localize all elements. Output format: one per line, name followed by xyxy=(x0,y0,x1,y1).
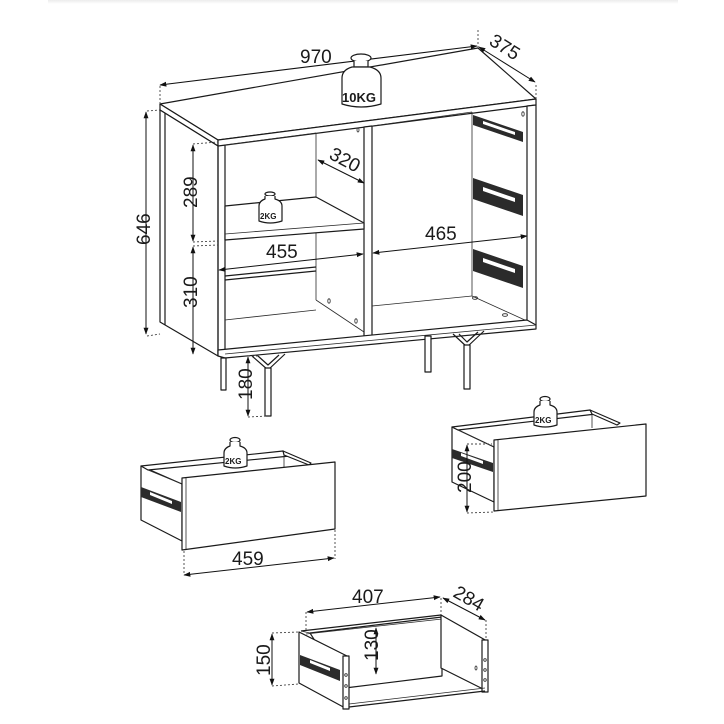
svg-text:2KG: 2KG xyxy=(535,416,551,425)
bottom-board xyxy=(217,319,537,359)
left-compartment-width-label: 455 xyxy=(266,242,298,263)
weight-2kg-drawer-right-icon: 2KG xyxy=(533,395,558,428)
drawer-box-inner-height-label: 130 xyxy=(362,629,383,661)
leg-height-label: 180 xyxy=(236,368,257,400)
upper-shelf-height-label: 289 xyxy=(181,176,202,208)
svg-text:10KG: 10KG xyxy=(342,90,376,105)
drawer-right: 2KG 200 xyxy=(451,395,647,514)
drawer-box-side-height-label: 150 xyxy=(254,644,275,676)
drawer-box-depth-label: 284 xyxy=(450,582,488,616)
middle-divider xyxy=(363,125,373,338)
weight-2kg-drawer-left-icon: 2KG xyxy=(223,436,248,469)
drawer-left-width-label: 459 xyxy=(232,549,264,570)
width-label: 970 xyxy=(300,47,332,68)
drawer-left-front xyxy=(181,461,336,551)
weight-10kg-icon: 10KG xyxy=(341,53,382,108)
weight-2kg-shelf-icon: 2KG xyxy=(258,191,283,224)
total-height-label: 646 xyxy=(134,213,155,245)
left-side-panel xyxy=(159,109,219,357)
drawer-rail-middle xyxy=(473,178,523,216)
drawer-box-width-label: 407 xyxy=(352,587,384,608)
legs xyxy=(220,330,485,417)
top-edge-shadow xyxy=(48,0,678,4)
right-compartment-width-label: 465 xyxy=(425,224,457,245)
drawer-right-front xyxy=(493,423,647,512)
shelf-depth-label: 320 xyxy=(326,144,364,177)
upper-shelf xyxy=(224,196,365,241)
drawer-box: 407 284 130 150 xyxy=(254,582,489,710)
drawer-rail-lower xyxy=(473,249,523,288)
drawer-rail-upper xyxy=(473,115,523,142)
drawer-right-height-label: 200 xyxy=(455,461,476,493)
lower-height-label: 310 xyxy=(181,276,202,308)
drawer-left: 2KG 459 xyxy=(140,436,336,577)
svg-text:2KG: 2KG xyxy=(260,212,276,221)
svg-text:2KG: 2KG xyxy=(225,457,241,466)
